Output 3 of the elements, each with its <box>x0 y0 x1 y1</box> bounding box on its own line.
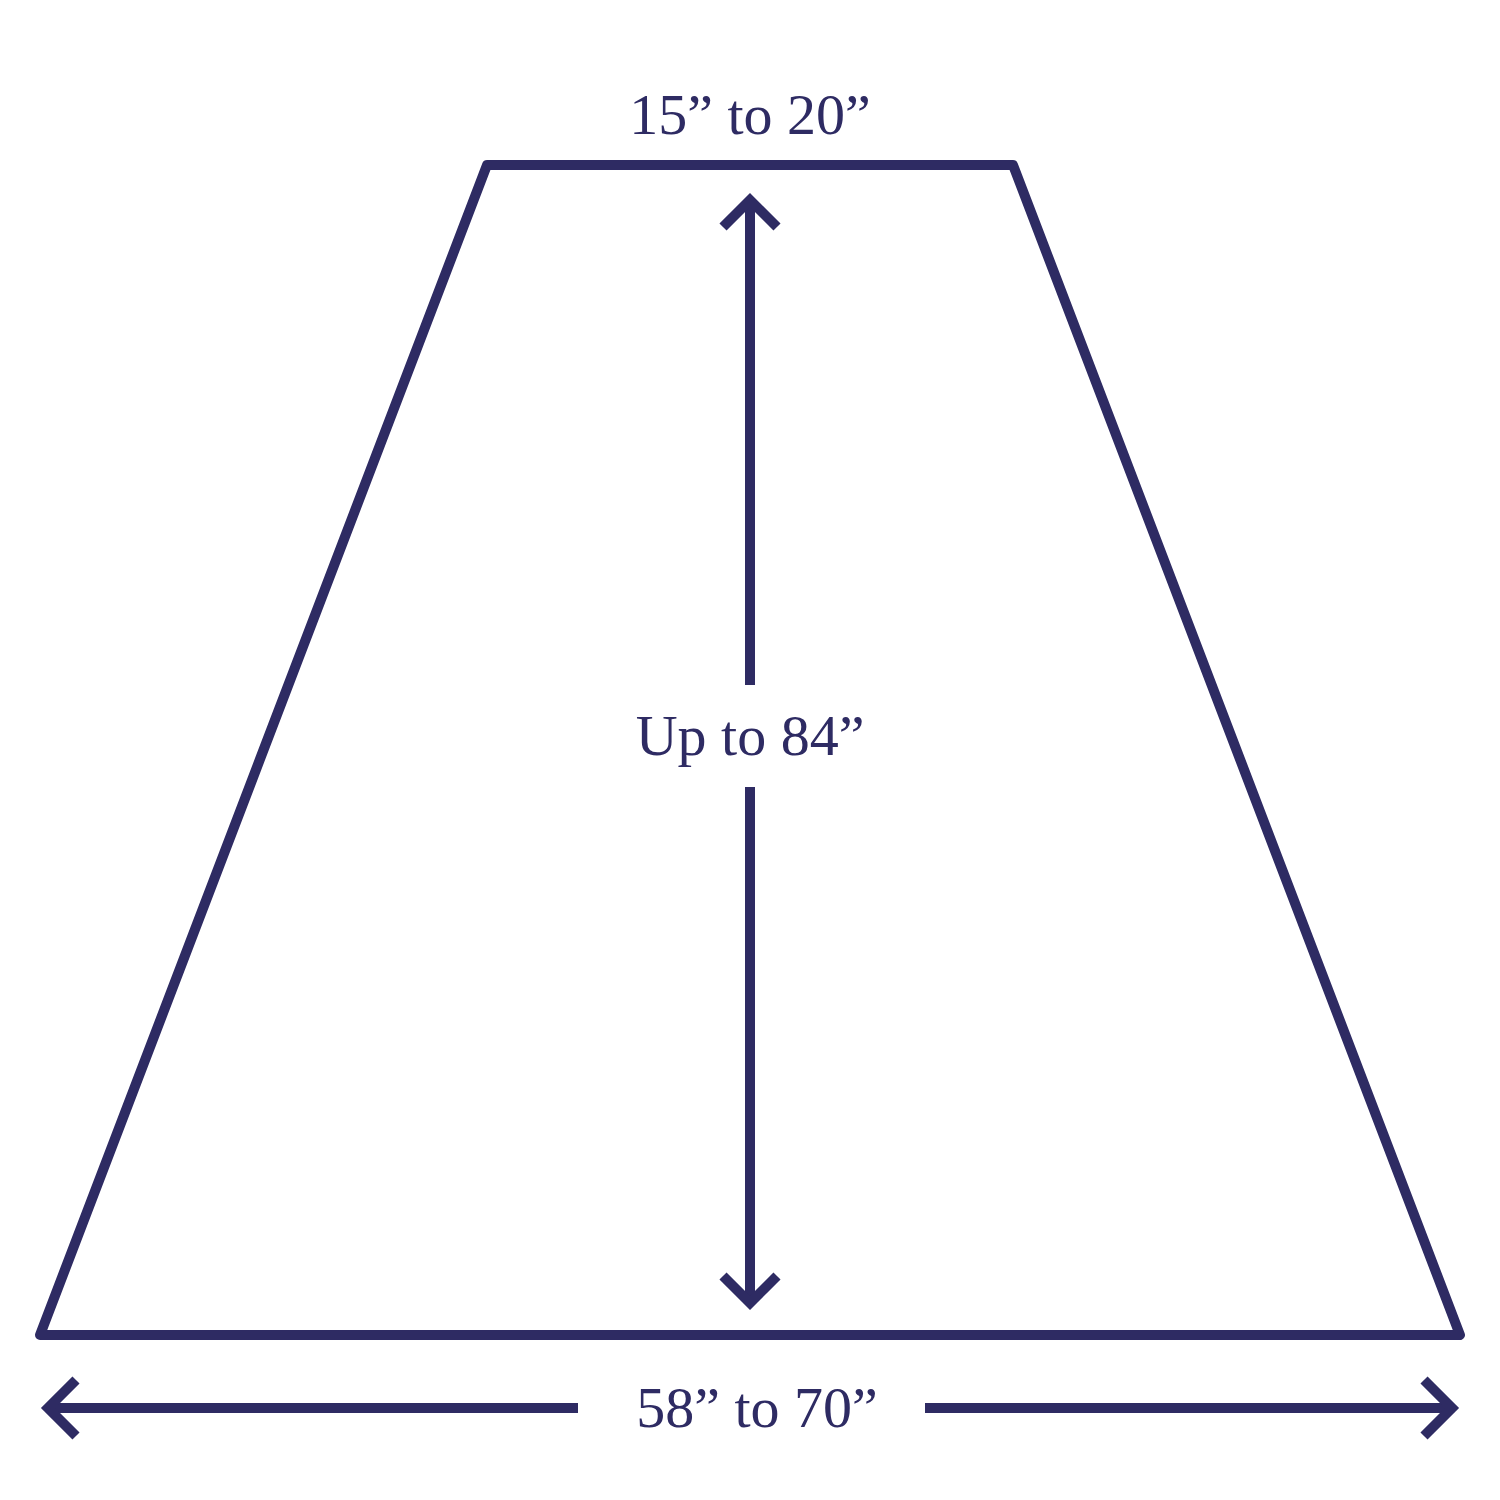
dimension-label: Up to 84” <box>635 707 865 765</box>
dimension-label: 58” to 70” <box>636 1379 878 1437</box>
dimension-label: 15” to 20” <box>629 86 871 144</box>
